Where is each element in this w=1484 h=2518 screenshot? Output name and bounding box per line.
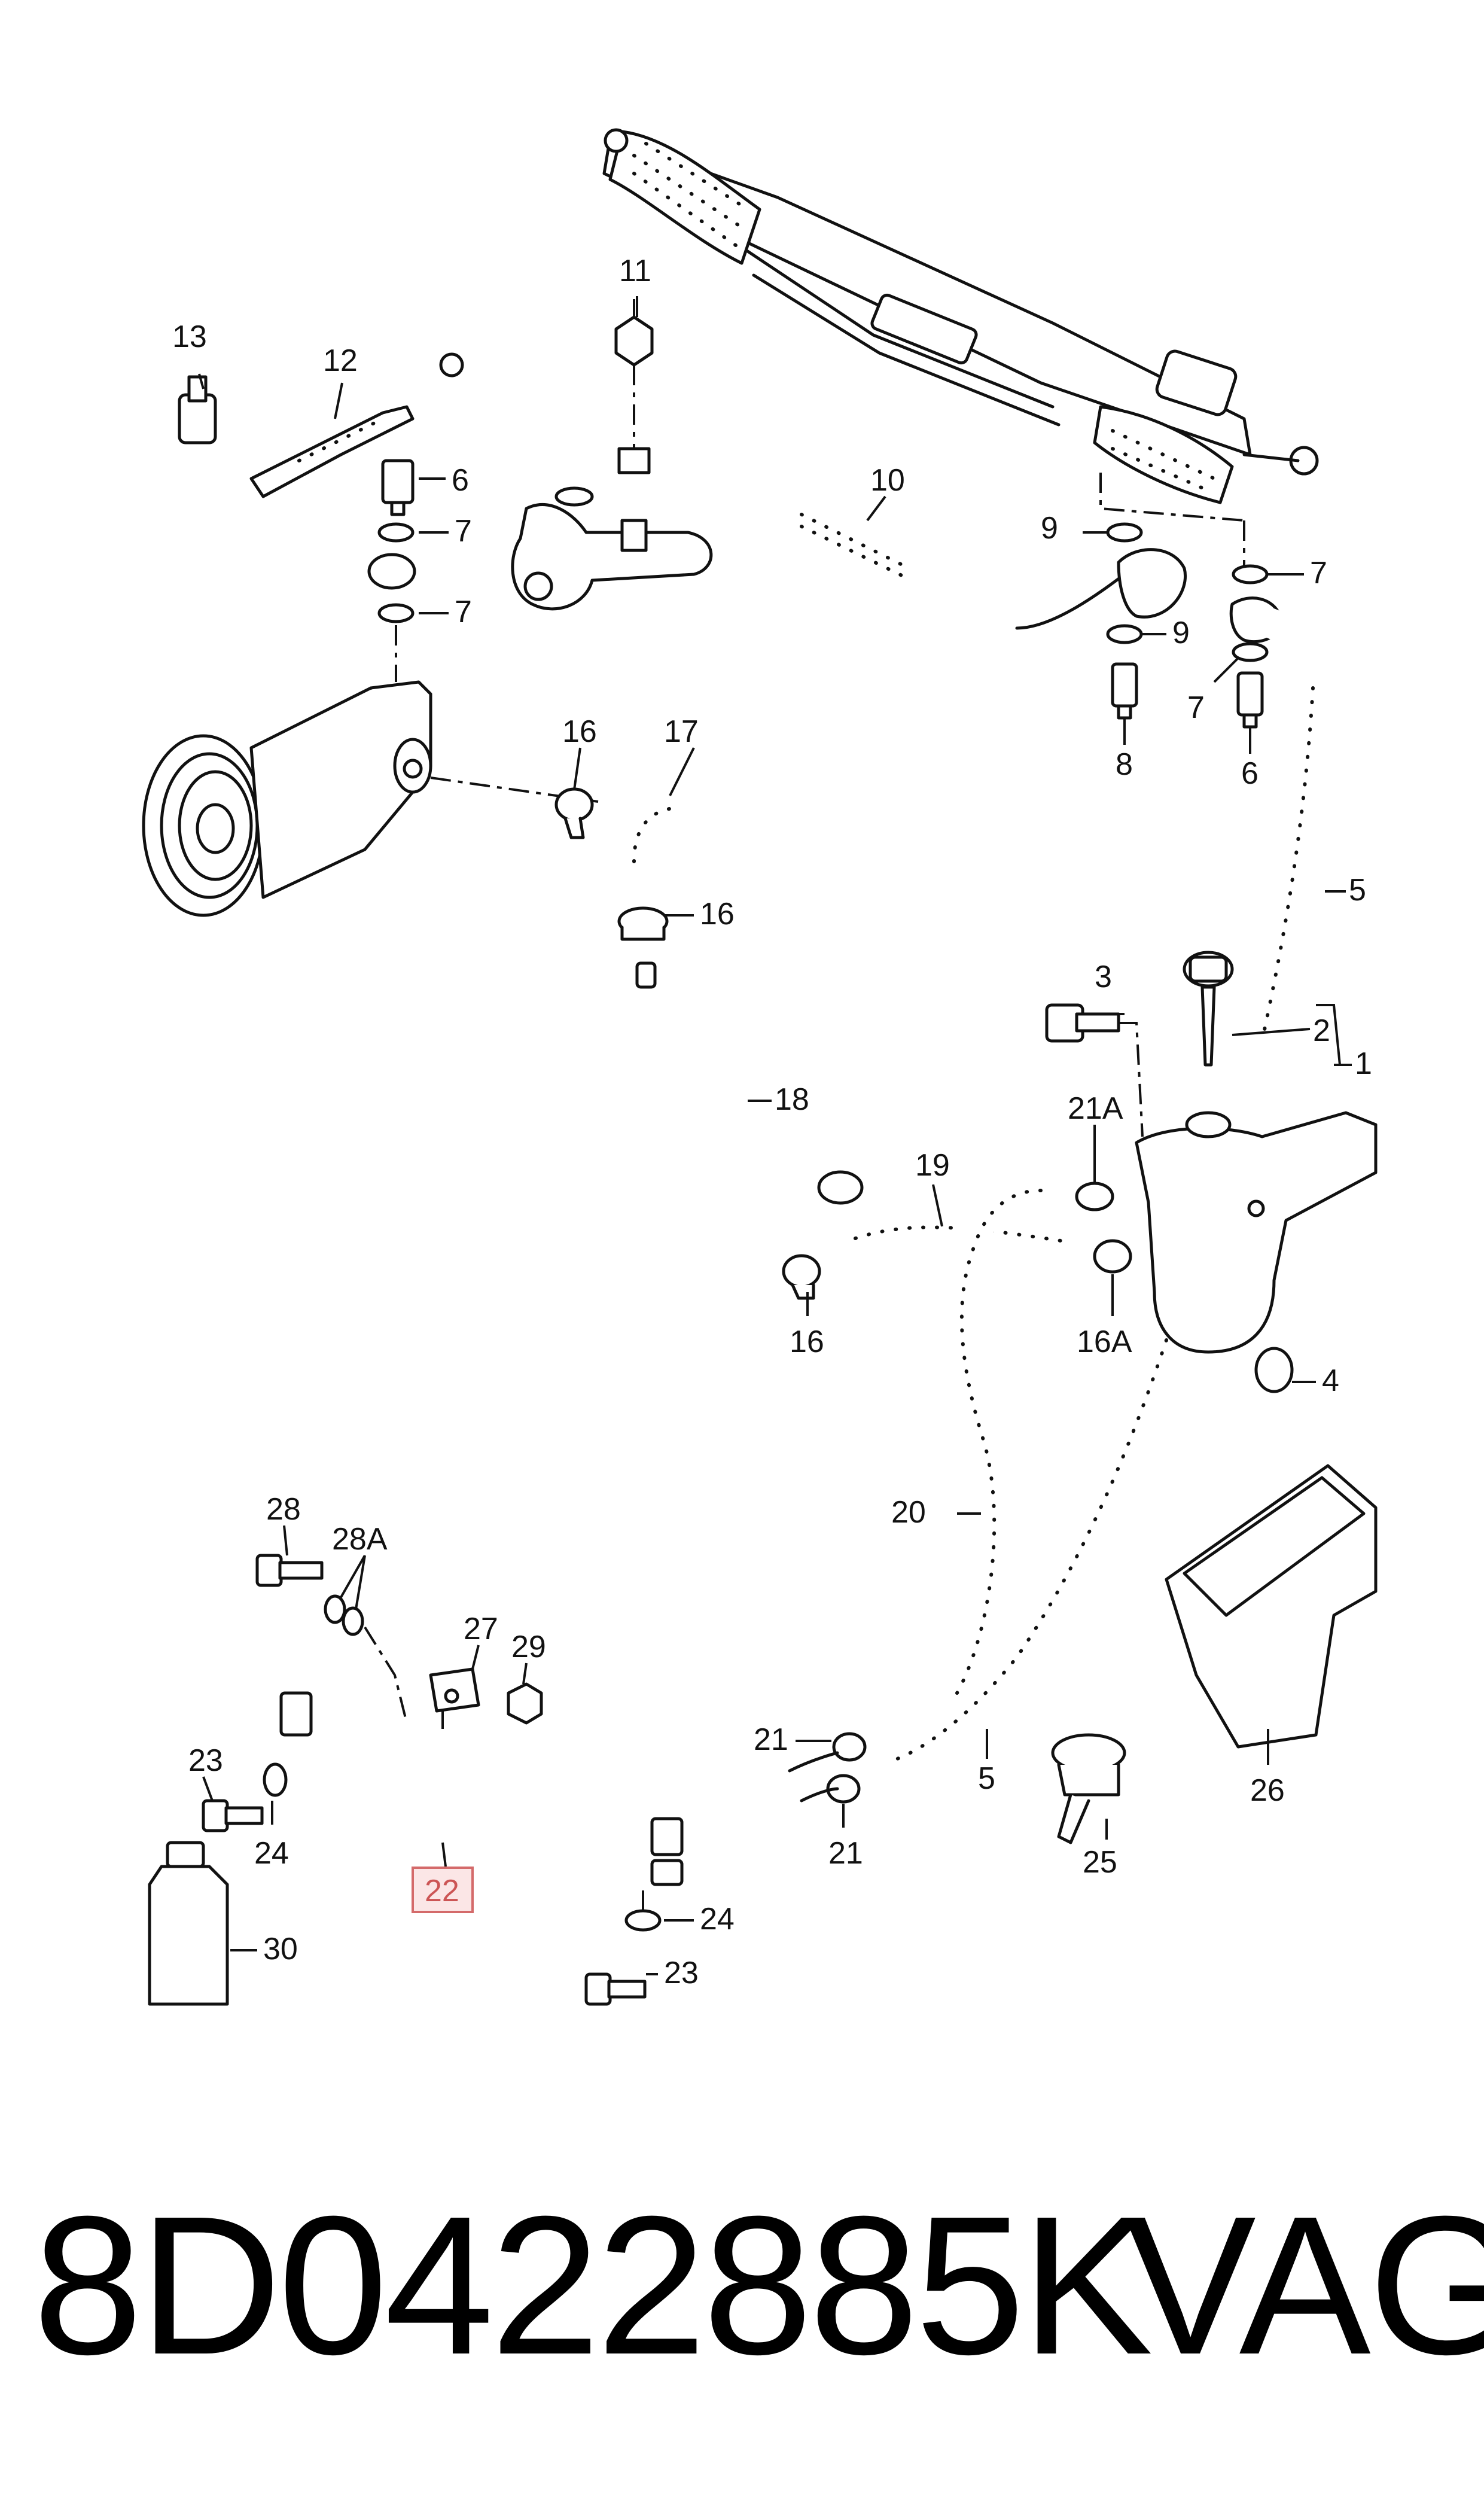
clamp-21A <box>1075 1182 1114 1211</box>
part-number: 8D0422885K <box>33 2175 1153 2395</box>
label-19: 19 <box>915 1148 950 1183</box>
label-23b: 23 <box>664 1956 699 1990</box>
washer-9b <box>1106 624 1143 644</box>
clamp-16a <box>554 787 594 839</box>
parts-exploded-diagram: 11 13 12 6 7 7 10 9 9 8 7 7 6 5 3 2 1 21… <box>142 128 1378 2006</box>
label-29: 29 <box>511 1630 546 1664</box>
label-18: 18 <box>775 1082 809 1117</box>
cooler-pipe-18 <box>635 870 972 1308</box>
pump-bracket <box>511 486 713 611</box>
label-21a: 21 <box>754 1722 788 1757</box>
bolt-23a <box>202 1799 264 1832</box>
washer-28A-b <box>342 1606 364 1636</box>
label-5a: 5 <box>1349 873 1366 908</box>
label-8: 8 <box>1116 747 1133 782</box>
washer-9a <box>1106 522 1143 543</box>
bolt-23b <box>584 1972 647 2006</box>
hose-5 <box>876 607 1333 1780</box>
label-16A: 16A <box>1077 1325 1132 1359</box>
cover-26 <box>1165 1464 1378 1749</box>
label-21b: 21 <box>828 1836 863 1871</box>
label-21A: 21A <box>1068 1091 1123 1126</box>
clamp-16c <box>782 1254 821 1300</box>
label-12: 12 <box>323 343 358 378</box>
reservoir-1 <box>1135 1111 1378 1354</box>
label-7b: 7 <box>455 595 472 629</box>
bolt-3 <box>1045 1003 1120 1043</box>
label-9a: 9 <box>1041 511 1058 546</box>
banjo-bolt-6b <box>1236 671 1264 729</box>
label-28: 28 <box>266 1492 301 1527</box>
clamp-21a <box>832 1732 867 1762</box>
hose-19 <box>827 1212 1093 1260</box>
clamp-16A <box>1093 1239 1132 1274</box>
bracket-27 <box>429 1667 480 1713</box>
banjo-bolt-8 <box>1111 662 1138 720</box>
power-steering-pump <box>142 680 432 917</box>
label-3: 3 <box>1095 960 1112 994</box>
label-6b: 6 <box>1241 756 1258 791</box>
washer-24b <box>624 1909 662 1932</box>
pressure-hose-12 <box>178 329 778 590</box>
label-16b: 16 <box>700 897 735 931</box>
label-13: 13 <box>172 319 207 354</box>
label-16c: 16 <box>790 1325 824 1359</box>
steering-rack <box>602 128 1319 504</box>
hose-20 <box>869 1173 1075 1757</box>
cooler-pipe-22 <box>154 1635 821 1886</box>
leader-lines <box>198 296 1352 1975</box>
label-20: 20 <box>891 1495 926 1530</box>
label-25: 25 <box>1083 1845 1117 1880</box>
washer-7a <box>377 522 415 543</box>
label-17: 17 <box>664 714 699 749</box>
label-24b: 24 <box>700 1902 735 1937</box>
elbow-hose-17 <box>618 785 704 890</box>
clamp-21b <box>826 1774 861 1804</box>
washer-24a <box>263 1762 288 1797</box>
washer-7b <box>377 603 415 623</box>
label-7d: 7 <box>1187 690 1205 725</box>
label-16a: 16 <box>562 714 597 749</box>
banjo-bolt-6 <box>381 459 415 516</box>
label-4: 4 <box>1322 1363 1339 1398</box>
label-23a: 23 <box>188 1743 223 1778</box>
brand-name: VAG <box>1125 2175 1484 2395</box>
highlight-22-box <box>412 1867 474 1913</box>
label-9b: 9 <box>1172 616 1190 650</box>
washer-7c <box>1232 564 1269 584</box>
dipstick-cap-2 <box>1183 951 1234 1067</box>
washer-7d <box>1232 642 1269 662</box>
label-22[interactable]: 22 <box>425 1874 459 1908</box>
label-24a: 24 <box>254 1836 289 1871</box>
washer-28A-a <box>324 1594 346 1624</box>
nut-29 <box>507 1682 543 1725</box>
label-11: 11 <box>619 254 651 288</box>
label-26: 26 <box>1250 1773 1285 1808</box>
label-30: 30 <box>263 1932 298 1966</box>
clamp-25 <box>1051 1733 1126 1844</box>
banjo-fitting-9 <box>1117 548 1187 619</box>
callout-labels: 11 13 12 6 7 7 10 9 9 8 7 7 6 5 3 2 1 21… <box>172 254 1372 1990</box>
label-7a: 7 <box>455 514 472 549</box>
label-2: 2 <box>1313 1013 1330 1048</box>
label-10: 10 <box>870 463 905 498</box>
clamp-16b <box>617 906 669 941</box>
label-7c: 7 <box>1310 556 1327 590</box>
label-28A: 28A <box>332 1522 388 1557</box>
return-hose-10 <box>773 492 1126 638</box>
label-27: 27 <box>464 1612 498 1646</box>
fluid-bottle-30 <box>148 1841 229 2006</box>
label-1: 1 <box>1355 1046 1372 1081</box>
nut-11 <box>614 299 654 474</box>
label-6a: 6 <box>452 463 469 498</box>
bolt-28 <box>255 1554 324 1587</box>
cap-4 <box>1254 1347 1294 1393</box>
label-5b: 5 <box>978 1761 995 1796</box>
